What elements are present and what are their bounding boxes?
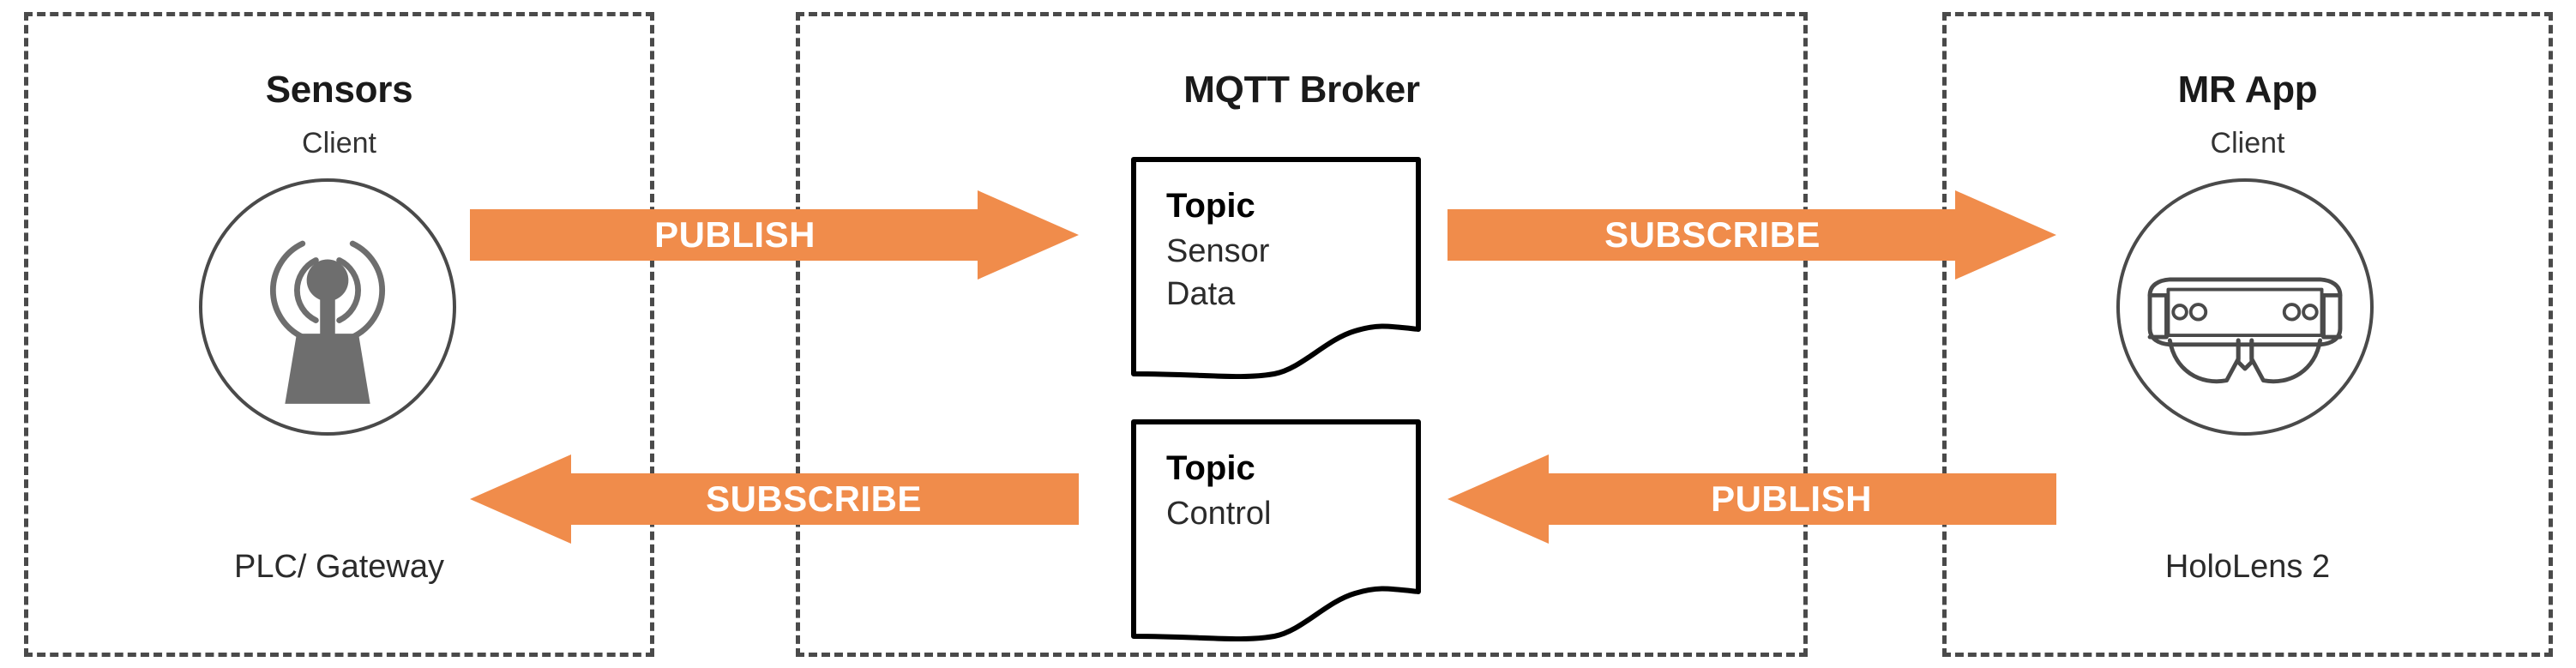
topic-control-heading: Topic (1166, 449, 1255, 487)
arrow-subscribe-broker-to-sensors: SUBSCRIBE (470, 454, 1079, 544)
topic-sensor-line2: Data (1166, 276, 1236, 312)
sensors-footer-label: PLC/ Gateway (234, 549, 444, 585)
arrow-publish-sensors-to-broker: PUBLISH (470, 190, 1079, 280)
hololens-headset-icon (2116, 178, 2374, 436)
panel-sensors (24, 12, 654, 657)
topic-sensor-line1: Sensor (1166, 233, 1270, 269)
topic-document-control (1130, 418, 1422, 641)
topic-sensor-heading: Topic (1166, 187, 1255, 225)
mr-app-subtitle: Client (2210, 127, 2285, 159)
sensors-title: Sensors (265, 69, 413, 111)
mr-app-title: MR App (2177, 69, 2318, 111)
topic-document-sensor-data (1130, 156, 1422, 379)
topic-control-line1: Control (1166, 496, 1272, 532)
mr-app-footer-label: HoloLens 2 (2164, 549, 2331, 585)
antenna-tower-icon (199, 178, 456, 436)
arrow-publish-mr-app-to-broker: PUBLISH (1447, 454, 2056, 544)
sensors-subtitle: Client (302, 127, 376, 159)
panel-mr-app (1942, 12, 2553, 657)
arrow-subscribe-broker-to-mr-app: SUBSCRIBE (1447, 190, 2056, 280)
broker-title: MQTT Broker (1183, 69, 1420, 111)
panel-mqtt-broker (796, 12, 1808, 657)
